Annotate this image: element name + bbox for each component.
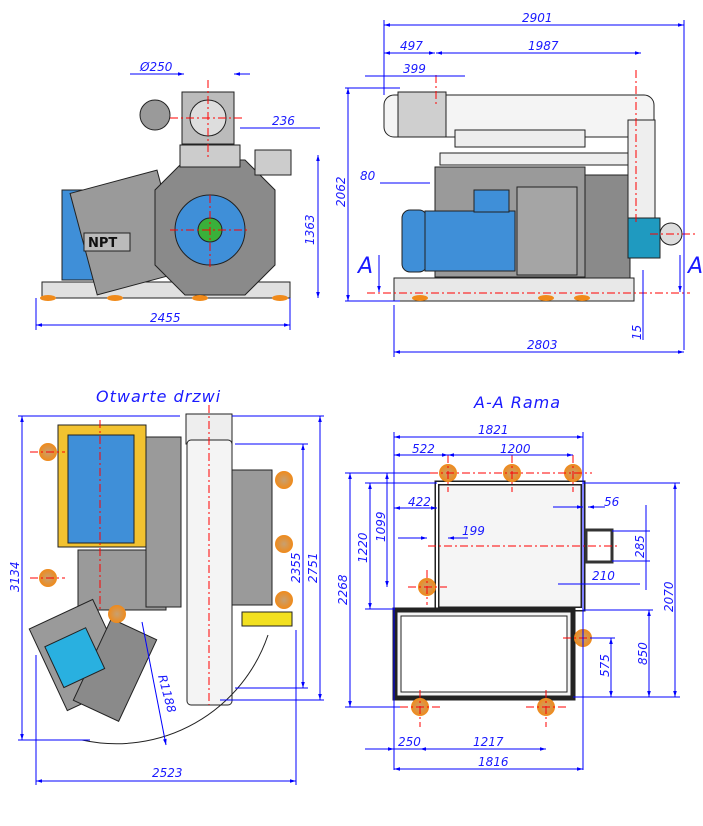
dim-399: 399 (403, 62, 426, 76)
dim-15: 15 (630, 325, 644, 340)
dim-2268: 2268 (336, 574, 350, 605)
top-feet (39, 443, 293, 623)
dim-1821: 1821 (478, 423, 509, 437)
frame-section-view: A-A Rama 1821 522 1200 1099 1220 22 (336, 393, 680, 771)
dim-285: 285 (633, 535, 647, 558)
dim-236: 236 (272, 114, 295, 128)
side-feet (412, 295, 590, 301)
dim-850: 850 (636, 642, 650, 665)
dim-diameter-250: Ø250 (139, 60, 173, 74)
section-mark-left: A (356, 254, 373, 279)
dim-80: 80 (360, 169, 376, 183)
dim-2803: 2803 (527, 338, 558, 352)
dim-497: 497 (400, 39, 423, 53)
dim-1220: 1220 (356, 532, 370, 563)
npt-plate (83, 232, 131, 252)
dim-3134: 3134 (8, 561, 22, 592)
dim-2901: 2901 (522, 11, 553, 25)
dim-575: 575 (598, 654, 612, 677)
front-feet (40, 295, 288, 301)
dim-1200: 1200 (500, 442, 531, 456)
frame-title: A-A Rama (473, 393, 561, 412)
dim-199: 199 (462, 524, 485, 538)
side-motor (401, 189, 516, 273)
dim-1099: 1099 (374, 511, 388, 542)
dim-210: 210 (592, 569, 615, 583)
npt-logo: NPT (88, 236, 117, 251)
top-view-open-door: Otwarte drzwi 3134 2355 2751 R1188 2 (8, 387, 324, 785)
dim-2455: 2455 (150, 311, 181, 325)
dim-1987: 1987 (528, 39, 559, 53)
dim-2062: 2062 (334, 176, 348, 207)
dim-1217: 1217 (473, 735, 504, 749)
dim-2523: 2523 (152, 766, 183, 780)
side-view: 2901 497 1987 399 2062 80 A A 15 2803 (334, 11, 703, 357)
dim-2070: 2070 (662, 581, 676, 612)
dim-2355: 2355 (289, 552, 303, 583)
dim-56: 56 (604, 495, 620, 509)
dim-1816: 1816 (478, 755, 509, 769)
dim-522: 522 (412, 442, 435, 456)
dim-250: 250 (398, 735, 421, 749)
front-view: NPT Ø250 236 1363 2455 (35, 60, 320, 330)
dim-2751: 2751 (306, 552, 320, 583)
top-motor (67, 434, 135, 544)
section-mark-right: A (686, 254, 703, 279)
top-view-title: Otwarte drzwi (96, 387, 221, 406)
dim-1363: 1363 (303, 214, 317, 245)
dim-422: 422 (408, 495, 431, 509)
